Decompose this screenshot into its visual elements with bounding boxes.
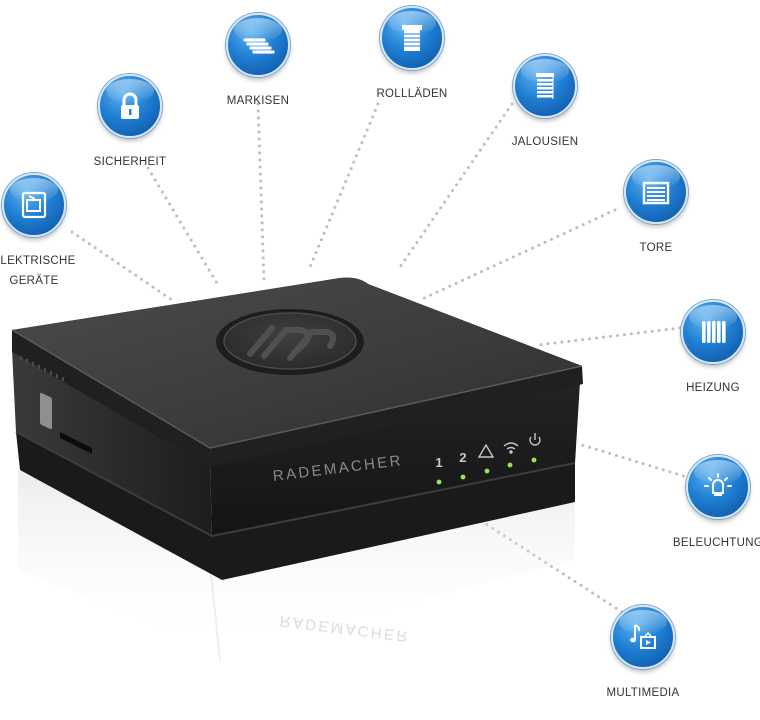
connector-sicherheit — [146, 166, 220, 287]
status-leds — [436, 457, 537, 485]
logo — [216, 309, 364, 375]
category-label: ELEKTRISCHE GERÄTE — [0, 255, 76, 287]
connector-heizung — [536, 326, 682, 347]
light-icon — [686, 455, 750, 519]
led — [484, 468, 490, 474]
category-label: BELEUCHTUNG — [672, 537, 760, 549]
led — [507, 462, 513, 468]
category-label: MARKISEN — [226, 95, 290, 107]
connector-jalousien — [396, 102, 514, 272]
power-icon — [529, 433, 541, 446]
gateway-device — [11, 277, 583, 580]
category-sicherheit[interactable]: SICHERHEIT — [70, 74, 190, 172]
category-jalousien[interactable]: JALOUSIEN — [485, 54, 605, 152]
category-markisen[interactable]: MARKISEN — [198, 13, 318, 111]
usb-port — [40, 392, 52, 430]
connector-beleuchtung — [580, 443, 692, 480]
category-heizung[interactable]: HEIZUNG — [653, 300, 760, 398]
radiator-icon — [681, 300, 745, 364]
warning-icon — [477, 443, 495, 458]
category-label: MULTIMEDIA — [606, 687, 680, 699]
connector-rolllaeden — [306, 102, 380, 274]
lock-icon — [98, 74, 162, 138]
category-tore[interactable]: TORE — [596, 160, 716, 258]
category-beleuchtung[interactable]: BELEUCHTUNG — [658, 455, 760, 553]
garage-door-icon — [624, 160, 688, 224]
led — [460, 474, 466, 480]
category-elektrische-geraete[interactable]: ELEKTRISCHE GERÄTE — [0, 173, 94, 291]
device-port-1-label: 1 — [435, 455, 443, 470]
category-label: ROLLLÄDEN — [376, 88, 448, 100]
category-label: JALOUSIEN — [511, 136, 579, 148]
blinds-icon — [513, 54, 577, 118]
appliance-icon — [2, 173, 66, 237]
category-label: TORE — [639, 242, 673, 254]
sd-card-slot — [60, 432, 92, 454]
device-port-2-label: 2 — [459, 450, 467, 465]
led — [531, 457, 537, 463]
connector-tore — [418, 208, 617, 302]
led — [436, 479, 442, 485]
awning-icon — [226, 13, 290, 77]
category-label: SICHERHEIT — [93, 156, 167, 168]
connector-elektrische-geraete — [70, 230, 177, 304]
category-multimedia[interactable]: MULTIMEDIA — [583, 605, 703, 703]
category-label: HEIZUNG — [686, 382, 740, 394]
category-rolllaeden[interactable]: ROLLLÄDEN — [352, 6, 472, 104]
connector-markisen — [256, 102, 266, 282]
wifi-icon — [503, 442, 519, 454]
roller-shutter-icon — [380, 6, 444, 70]
multimedia-icon — [611, 605, 675, 669]
